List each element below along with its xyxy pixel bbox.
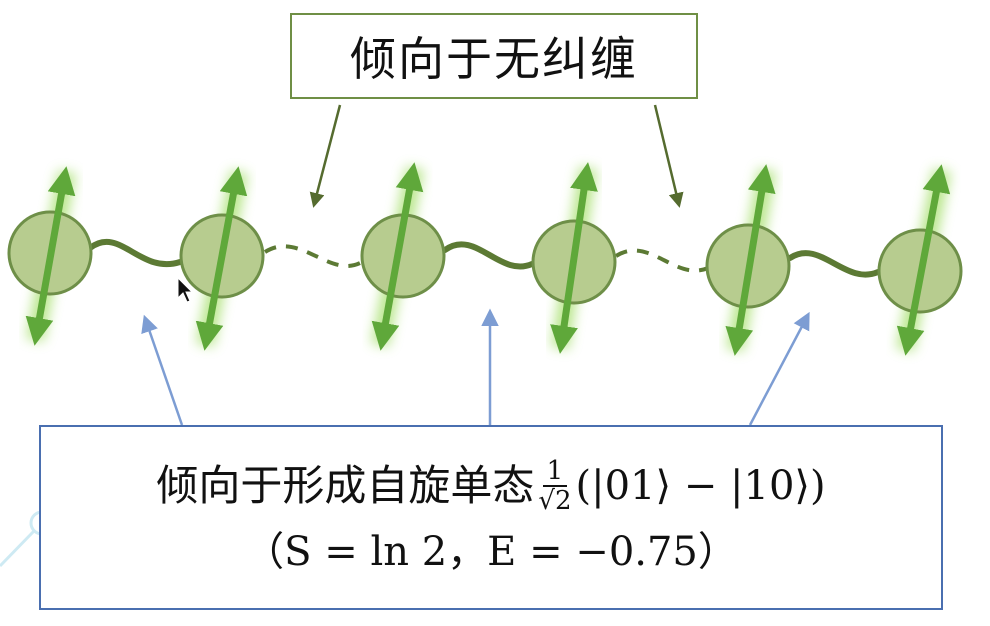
fraction-numerator: 1: [542, 457, 568, 487]
spin-site-3: [360, 162, 446, 351]
bond-dashed-2: [614, 248, 709, 273]
spin-arrow: [371, 162, 424, 351]
normalization-fraction: 1 √2: [538, 457, 571, 515]
spin-arrow: [896, 164, 951, 356]
spin-site-5: [705, 164, 791, 356]
top-label-arrows: [309, 104, 684, 208]
spin-arrow: [725, 164, 776, 356]
entropy-energy-values: （S = ln 2，E = −0.75）: [244, 528, 738, 575]
top-label-box: 倾向于无纠缠: [290, 13, 698, 99]
mouse-cursor-icon: [177, 276, 194, 303]
singlet-state-expression: (|01⟩ − |10⟩): [575, 462, 826, 509]
top-label-text: 倾向于无纠缠: [350, 32, 638, 86]
bottom-label-box: 倾向于形成自旋单态 1 √2 (|01⟩ − |10⟩) （S = ln 2，E…: [39, 425, 943, 610]
bond-solid-2: [442, 241, 535, 270]
arrow-to-solid-bond-1: [141, 314, 184, 426]
arrow-to-dashed-bond-2: [653, 104, 684, 208]
arrow-to-solid-bond-3: [748, 311, 810, 426]
spin-arrow: [25, 166, 76, 346]
fraction-denominator: √2: [538, 485, 572, 516]
bond-dashed-1: [263, 244, 363, 268]
spin-site-4: [531, 162, 617, 354]
bonds: [87, 238, 881, 278]
bond-solid-3: [787, 250, 881, 278]
spin-site-6: [877, 164, 963, 356]
singlet-description: 倾向于形成自旋单态: [156, 460, 535, 510]
spin-arrow: [195, 166, 248, 351]
singlet-formula-line: 倾向于形成自旋单态 1 √2 (|01⟩ − |10⟩): [156, 456, 825, 516]
spin-arrow: [550, 162, 598, 354]
spin-site-1: [7, 166, 93, 346]
bottom-label-arrows: [141, 308, 810, 426]
bond-solid-1: [87, 238, 183, 268]
spin-site-2: [179, 166, 265, 351]
arrow-to-dashed-bond-1: [309, 104, 342, 208]
